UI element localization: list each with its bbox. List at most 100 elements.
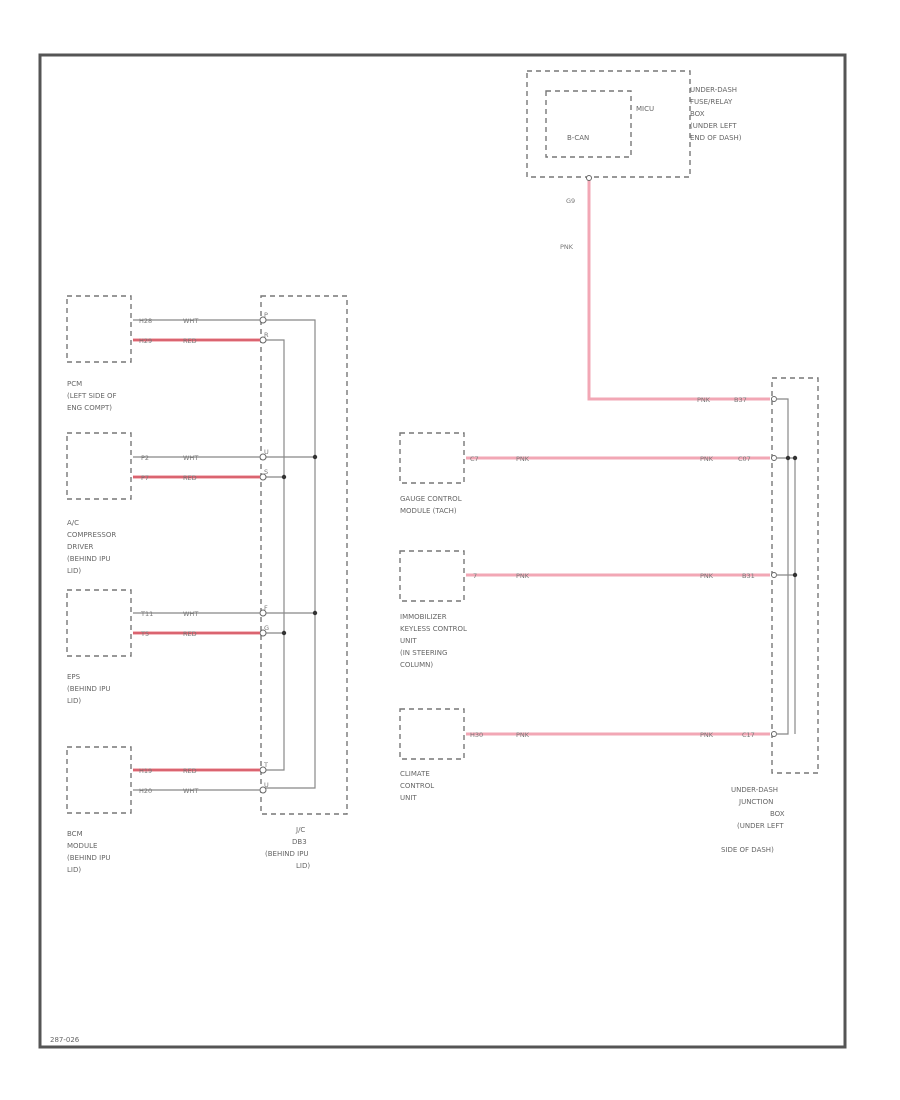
gauge-jb-pin: C07 <box>738 455 751 463</box>
climate-wire-color: PNK <box>516 731 530 739</box>
bcm-wire-1: RED <box>183 767 197 775</box>
pcm-wire-2: RED <box>183 337 197 345</box>
jb-label-line-2: JUNCTION <box>738 798 773 806</box>
climate-outline <box>399 708 465 760</box>
climate-jb-pin: C17 <box>742 731 755 739</box>
fuse-wire-color: PNK <box>560 243 574 251</box>
pcm-label-line-2: (LEFT SIDE OF <box>67 392 117 400</box>
immobilizer-label-line-2: KEYLESS CONTROL <box>400 625 467 633</box>
bcm-label-line-1: BCM <box>67 830 83 838</box>
pcm-wire-1: WHT <box>183 317 198 325</box>
dlc-label-line-3: (BEHIND IPU <box>265 850 309 858</box>
dlc-pin-label: S <box>264 468 268 476</box>
eps-label-line-3: LID) <box>67 697 81 705</box>
eps-module: T11 T5 WHT RED EPS (BEHIND IPU LID) <box>66 589 260 705</box>
ac-label-line-2: COMPRESSOR <box>67 531 116 539</box>
fuse-terminal-pin <box>586 175 592 181</box>
gauge-control-module: C7 PNK PNK C07 GAUGE CONTROL MODULE (TAC… <box>399 432 770 515</box>
ac-label-line-1: A/C <box>67 519 79 527</box>
ac-label-line-3: DRIVER <box>67 543 94 551</box>
fuse-label-line-2: FUSE/RELAY <box>690 98 733 106</box>
ac-label-line-5: LID) <box>67 567 81 575</box>
dlc-pin-label: T <box>263 761 268 769</box>
fuse-label-line-4: (UNDER LEFT <box>690 122 737 130</box>
immobilizer-label-line-3: UNIT <box>400 637 417 645</box>
dlc-bus-red <box>264 339 285 771</box>
bcm-pin-2: H20 <box>139 787 152 795</box>
immobilizer-pin: 7 <box>473 572 477 580</box>
jb-pin-gauge <box>771 455 777 461</box>
fuse-pin-label: MICU <box>636 105 654 113</box>
pcm-pin-2: H29 <box>139 337 152 345</box>
dlc-pin-label: F <box>264 604 268 612</box>
jb-label-line-3: BOX <box>770 810 785 818</box>
pcm-label-line-3: ENG COMPT) <box>67 404 112 412</box>
climate-label-line-3: UNIT <box>400 794 417 802</box>
underdash-fuse-box: B-CAN MICU UNDER-DASH FUSE/RELAY BOX (UN… <box>526 70 742 251</box>
fuse-inner-label: B-CAN <box>567 134 589 142</box>
junction-box: PNK B37 UNDER-DASH JUNCTION BOX (UNDER L… <box>697 377 819 854</box>
bcm-outline <box>66 746 132 814</box>
gauge-wire-color: PNK <box>516 455 530 463</box>
dlc-connector: J/C DB3 (BEHIND IPU LID) <box>259 295 348 870</box>
eps-label-line-1: EPS <box>67 673 81 681</box>
climate-pin: H30 <box>470 731 483 739</box>
eps-pin-1: T11 <box>140 610 153 618</box>
gauge-label-line-2: MODULE (TACH) <box>400 507 457 515</box>
jb-pin-immobilizer <box>771 572 777 578</box>
gauge-label-line-1: GAUGE CONTROL <box>400 495 462 503</box>
eps-wire-1: WHT <box>183 610 198 618</box>
ac-pin-2: P7 <box>141 474 149 482</box>
immobilizer-label-line-5: COLUMN) <box>400 661 433 669</box>
eps-outline <box>66 589 132 657</box>
immobilizer-jb-pin: B31 <box>742 572 755 580</box>
ac-outline <box>66 432 132 500</box>
micu-box-outline <box>545 90 632 158</box>
fuse-label-line-3: BOX <box>690 110 705 118</box>
climate-label-line-1: CLIMATE <box>400 770 430 778</box>
pcm-label-line-1: PCM <box>67 380 82 388</box>
dlc-label-line-4: LID) <box>296 862 310 870</box>
dlc-label-line-2: DB3 <box>292 838 307 846</box>
eps-wire-2: RED <box>183 630 197 638</box>
bcm-label-line-4: LID) <box>67 866 81 874</box>
fuse-terminal-label: G9 <box>566 197 575 205</box>
jb-pin-climate <box>771 731 777 737</box>
gauge-wire-color-right: PNK <box>700 455 714 463</box>
eps-pin-2: T5 <box>140 630 149 638</box>
dlc-pin-label: U <box>264 448 269 456</box>
immobilizer-wire-color: PNK <box>516 572 530 580</box>
jb-splice-1 <box>785 455 791 461</box>
bcm-pin-1: H19 <box>139 767 152 775</box>
jb-bus-outer-upper <box>776 457 796 734</box>
ac-wire-2: RED <box>183 474 197 482</box>
dlc-splice-3 <box>312 610 318 616</box>
ac-compressor-driver: P2 P7 WHT RED A/C COMPRESSOR DRIVER (BEH… <box>66 432 260 575</box>
dlc-pin-label: U <box>264 781 269 789</box>
dlc-splice-2 <box>281 474 287 480</box>
bcm-label-line-3: (BEHIND IPU <box>67 854 111 862</box>
immobilizer-label-line-4: (IN STEERING <box>400 649 447 657</box>
immobilizer-wire-color-right: PNK <box>700 572 714 580</box>
immobilizer-unit: 7 PNK PNK B31 IMMOBILIZER KEYLESS CONTRO… <box>399 550 770 669</box>
jb-label-line-5: SIDE OF DASH) <box>721 846 774 854</box>
ac-wire-1: WHT <box>183 454 198 462</box>
jb-splice-3 <box>792 572 798 578</box>
dlc-splice-1 <box>312 454 318 460</box>
eps-label-line-2: (BEHIND IPU <box>67 685 111 693</box>
dlc-outline <box>260 295 348 815</box>
pcm-outline <box>66 295 132 363</box>
bcm-module: H19 H20 RED WHT BCM MODULE (BEHIND IPU L… <box>66 746 260 874</box>
gauge-outline <box>399 432 465 484</box>
ac-pin-1: P2 <box>141 454 149 462</box>
jb-pin-top <box>771 396 777 402</box>
fuse-label-line-1: UNDER-DASH <box>690 86 737 94</box>
jb-bus-inner <box>776 398 789 735</box>
dlc-pin-label: G <box>264 624 269 632</box>
jb-top-wire-color: PNK <box>697 396 711 404</box>
climate-control-unit: H30 PNK PNK C17 CLIMATE CONTROL UNIT <box>399 708 770 802</box>
fuse-to-jb-wire <box>587 177 770 401</box>
gauge-pin: C7 <box>470 455 479 463</box>
bcm-label-line-2: MODULE <box>67 842 97 850</box>
pcm-module: H28 H29 WHT RED PCM (LEFT SIDE OF ENG CO… <box>66 295 260 412</box>
